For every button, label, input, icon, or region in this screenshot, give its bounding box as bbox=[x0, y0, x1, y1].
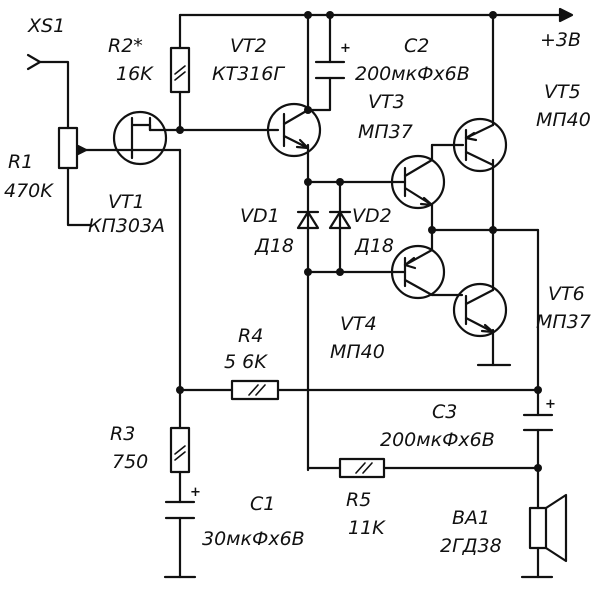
vt1-type: КП303А bbox=[88, 215, 165, 237]
vt2-transistor: VT2 КТ316Г bbox=[212, 35, 322, 158]
junction-dots bbox=[176, 11, 542, 472]
vt6-type: МП37 bbox=[536, 311, 591, 333]
r4-resistor: R4 5 6K bbox=[224, 325, 280, 401]
ba1-speaker: BA1 2ГД38 bbox=[440, 493, 568, 563]
ba1-name: BA1 bbox=[452, 507, 490, 529]
c3-plus: + bbox=[545, 397, 556, 412]
c2-plus: + bbox=[340, 41, 351, 56]
r3-resistor: R3 750 bbox=[110, 423, 191, 474]
vd2-diode: VD2 Д18 bbox=[328, 205, 394, 257]
r5-value: 11K bbox=[348, 517, 386, 539]
vt5-transistor: VT5 МП40 bbox=[452, 81, 591, 173]
vt3-name: VT3 bbox=[368, 91, 405, 113]
supply-label: +3В bbox=[540, 29, 581, 51]
vt4-type: МП40 bbox=[330, 341, 385, 363]
vt3-type: МП37 bbox=[358, 121, 413, 143]
vt2-name: VT2 bbox=[230, 35, 267, 57]
r2-name: R2* bbox=[108, 35, 143, 57]
c3-capacitor: + C3 200мкФх6В bbox=[380, 397, 556, 451]
c3-name: C3 bbox=[432, 401, 457, 423]
r1-name: R1 bbox=[8, 151, 33, 173]
c1-plus: + bbox=[190, 485, 201, 500]
xs1-connector: XS1 bbox=[26, 15, 65, 71]
vt2-type: КТ316Г bbox=[212, 63, 285, 85]
c2-capacitor: + C2 200мкФх6В bbox=[314, 35, 470, 85]
r4-name: R4 bbox=[238, 325, 263, 347]
r4-value: 5 6K bbox=[224, 351, 268, 373]
r1-potentiometer: R1 470K bbox=[4, 126, 88, 202]
vt5-name: VT5 bbox=[544, 81, 581, 103]
vd2-name: VD2 bbox=[352, 205, 392, 227]
c1-value: 30мкФх6В bbox=[202, 528, 305, 550]
r2-resistor: R2* 16K bbox=[108, 35, 191, 94]
vt4-transistor: VT4 МП40 bbox=[330, 244, 446, 363]
xs1-label: XS1 bbox=[27, 15, 65, 37]
vt3-transistor: VT3 МП37 bbox=[358, 91, 446, 210]
r1-value: 470K bbox=[4, 180, 54, 202]
r5-name: R5 bbox=[346, 489, 371, 511]
c2-value: 200мкФх6В bbox=[355, 63, 470, 85]
r5-resistor: R5 11K bbox=[338, 457, 386, 539]
r2-value: 16K bbox=[116, 63, 154, 85]
vt6-transistor: VT6 МП37 bbox=[452, 228, 591, 338]
ba1-type: 2ГД38 bbox=[440, 535, 502, 557]
vt6-name: VT6 bbox=[548, 283, 585, 305]
vt5-type: МП40 bbox=[536, 109, 591, 131]
vd2-type: Д18 bbox=[354, 235, 394, 257]
c1-capacitor: + C1 30мкФх6В bbox=[164, 485, 305, 550]
c3-value: 200мкФх6В bbox=[380, 429, 495, 451]
c2-name: C2 bbox=[404, 35, 429, 57]
vd1-diode: VD1 Д18 bbox=[240, 205, 320, 257]
vd1-name: VD1 bbox=[240, 205, 280, 227]
vd1-type: Д18 bbox=[254, 235, 294, 257]
r3-name: R3 bbox=[110, 423, 135, 445]
vt4-name: VT4 bbox=[340, 313, 377, 335]
wires bbox=[38, 7, 574, 579]
vt1-name: VT1 bbox=[108, 191, 145, 213]
vt1-transistor: VT1 КП303А bbox=[88, 110, 182, 237]
c1-name: C1 bbox=[250, 493, 275, 515]
r3-value: 750 bbox=[112, 451, 148, 473]
